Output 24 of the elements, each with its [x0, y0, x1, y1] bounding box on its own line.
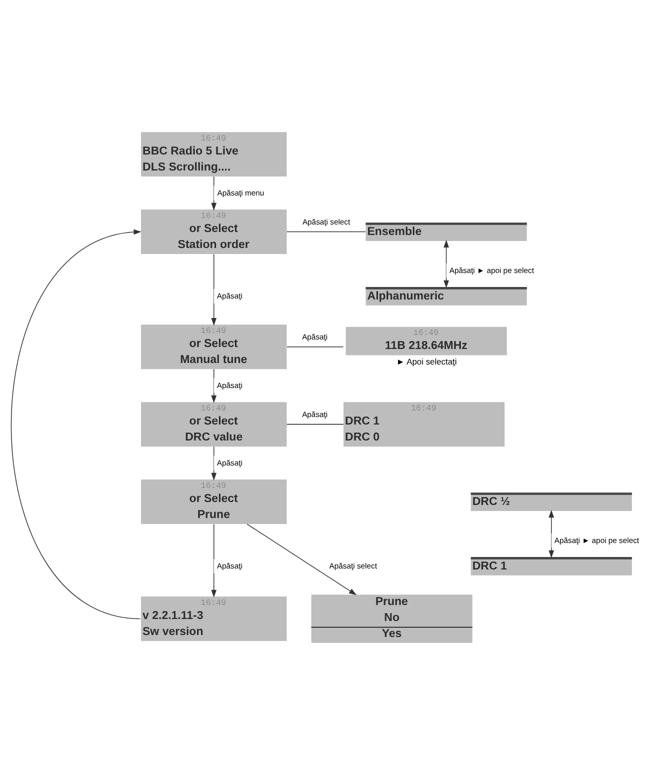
- connector: [286, 423, 344, 424]
- arrow: [246, 523, 357, 595]
- arrow: [548, 509, 554, 558]
- edge-label: Apăsaţi select: [329, 561, 377, 570]
- edge-label: Apăsaţi: [216, 561, 242, 570]
- arrow: [211, 446, 217, 480]
- edge-label: Apăsaţi: [302, 410, 328, 419]
- connector: [286, 230, 366, 232]
- arrow: [211, 368, 217, 403]
- edge-label: Apăsaţi: [216, 458, 242, 467]
- arrow: [10, 228, 142, 619]
- edge-label: Apăsaţi menu: [217, 188, 264, 197]
- arrow: [444, 239, 449, 288]
- edge-label: Apăsaţi: [216, 291, 242, 300]
- connector: [286, 346, 344, 347]
- edge-label: Apăsaţi ► apoi pe select: [449, 265, 534, 274]
- edge-label: Apăsaţi ► apoi pe select: [554, 535, 640, 544]
- edge-label: Apăsaţi: [216, 380, 242, 390]
- edge-label: Apăsaţi select: [302, 217, 350, 226]
- node-label: ► Apoi selectaţi: [396, 356, 457, 366]
- edge-label: Apăsaţi: [302, 332, 328, 342]
- arrow: [211, 176, 217, 210]
- arrow: [211, 523, 217, 598]
- arrow: [211, 253, 217, 326]
